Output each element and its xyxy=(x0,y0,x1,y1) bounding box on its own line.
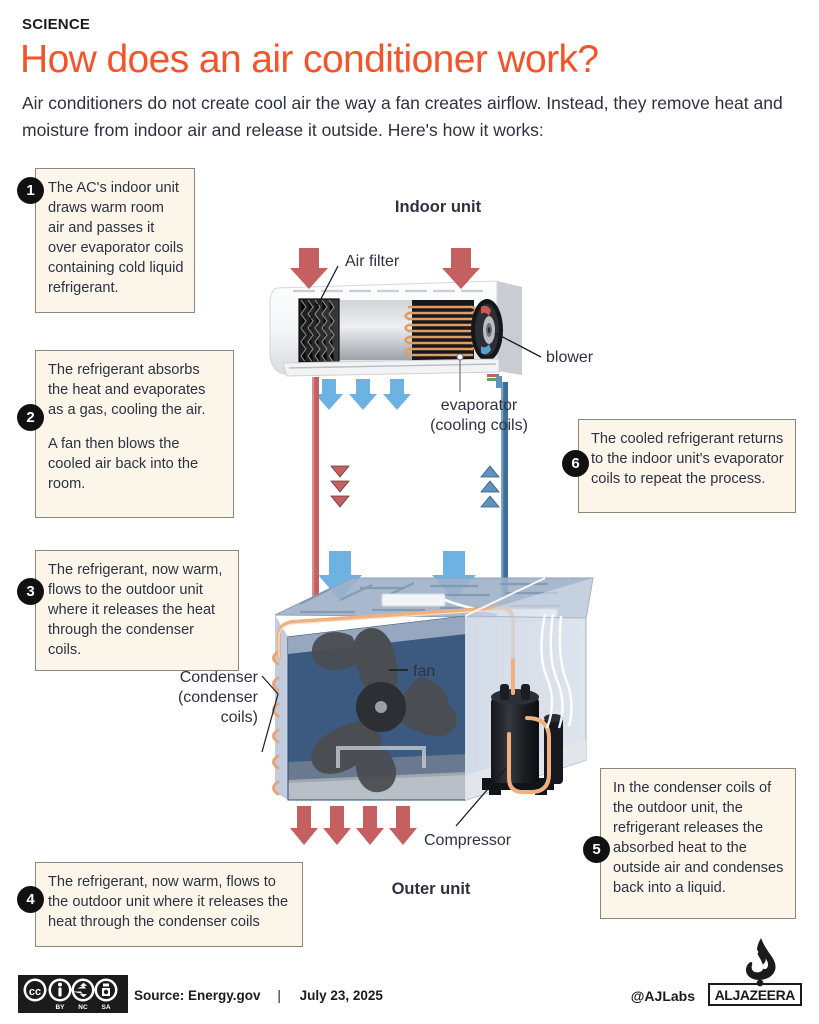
step-callout-6: The cooled refrigerant returns to the in… xyxy=(578,419,796,513)
step-5-text: In the condenser coils of the outdoor un… xyxy=(613,780,784,896)
label-condenser: Condenser (condenser coils) xyxy=(140,668,258,728)
source-separator: | xyxy=(277,988,281,1003)
step-3-text: The refrigerant, now warm, flows to the … xyxy=(48,562,223,658)
step-callout-3: The refrigerant, now warm, flows to the … xyxy=(35,550,239,671)
aj-labs-handle: @AJLabs xyxy=(630,988,695,1004)
step-callout-1: The AC's indoor unit draws warm room air… xyxy=(35,168,195,313)
indoor-unit-illustration xyxy=(269,265,542,392)
label-air-filter: Air filter xyxy=(345,253,400,270)
label-blower: blower xyxy=(546,349,594,366)
step-badge-3: 3 xyxy=(17,578,44,605)
label-condenser-line1: Condenser xyxy=(179,669,258,686)
label-evaporator: evaporator (cooling coils) xyxy=(420,396,538,436)
label-compressor: Compressor xyxy=(424,832,512,849)
svg-text:SA: SA xyxy=(101,1004,110,1011)
publish-date: July 23, 2025 xyxy=(299,988,383,1003)
hot-air-exhaust-arrows xyxy=(290,806,417,845)
cool-air-output-arrows xyxy=(315,379,411,410)
page-title: How does an air conditioner work? xyxy=(20,38,599,81)
label-indoor-unit: Indoor unit xyxy=(394,198,482,216)
step-callout-2: The refrigerant absorbs the heat and eva… xyxy=(35,350,234,518)
al-jazeera-wordmark: ALJAZEERA xyxy=(707,983,802,1006)
label-evaporator-line2: (cooling coils) xyxy=(430,417,528,434)
svg-text:BY: BY xyxy=(55,1004,65,1011)
warm-air-intake-arrows xyxy=(290,248,480,289)
condenser-coils xyxy=(272,650,280,796)
source-value: Energy.gov xyxy=(188,988,261,1003)
label-fan: fan xyxy=(413,663,436,680)
refrigerant-pipes xyxy=(312,376,508,597)
blower-fan xyxy=(471,299,503,361)
flow-chevrons-up xyxy=(480,465,500,508)
step-badge-4: 4 xyxy=(17,886,44,913)
step-callout-4: The refrigerant, now warm, flows to the … xyxy=(35,862,303,947)
outdoor-fan xyxy=(311,627,457,793)
creative-commons-license-icon: cc BY NC SA xyxy=(18,975,128,1013)
source-credit: Source: Energy.gov | July 23, 2025 xyxy=(134,988,383,1003)
svg-text:NC: NC xyxy=(78,1004,88,1011)
air-filter-mesh xyxy=(298,298,340,364)
step-badge-1: 1 xyxy=(17,177,44,204)
step-badge-6: 6 xyxy=(562,450,589,477)
step-2-text-a: The refrigerant absorbs the heat and eva… xyxy=(48,362,206,418)
leader-compressor xyxy=(455,767,507,827)
leader-condenser xyxy=(261,675,279,753)
step-callout-5: In the condenser coils of the outdoor un… xyxy=(600,768,796,919)
step-1-text: The AC's indoor unit draws warm room air… xyxy=(48,180,184,296)
step-6-text: The cooled refrigerant returns to the in… xyxy=(591,431,784,487)
svg-text:cc: cc xyxy=(29,986,41,998)
evaporator-coils xyxy=(404,305,477,357)
step-badge-5: 5 xyxy=(583,836,610,863)
label-condenser-line2: (condenser coils) xyxy=(177,689,258,726)
label-outer-unit: Outer unit xyxy=(391,880,471,898)
step-4-text: The refrigerant, now warm, flows to the … xyxy=(48,874,289,930)
outdoor-unit-illustration xyxy=(261,577,594,827)
al-jazeera-calligraphy-logo xyxy=(745,938,776,987)
leader-air-filter xyxy=(309,265,339,321)
step-2-text-b: A fan then blows the cooled air back int… xyxy=(48,436,199,492)
section-kicker: SCIENCE xyxy=(22,16,91,33)
label-evaporator-line1: evaporator xyxy=(440,397,518,414)
standfirst-text: Air conditioners do not create cool air … xyxy=(22,93,783,140)
compressor-illustration xyxy=(455,613,573,827)
step-badge-2: 2 xyxy=(17,404,44,431)
compressor-copper-loop xyxy=(507,658,551,794)
compressor-wires xyxy=(540,613,573,729)
flow-chevrons-down xyxy=(330,465,350,508)
source-label: Source: xyxy=(134,988,185,1003)
cool-inflow-arrows xyxy=(318,551,476,600)
leader-blower xyxy=(494,332,542,358)
